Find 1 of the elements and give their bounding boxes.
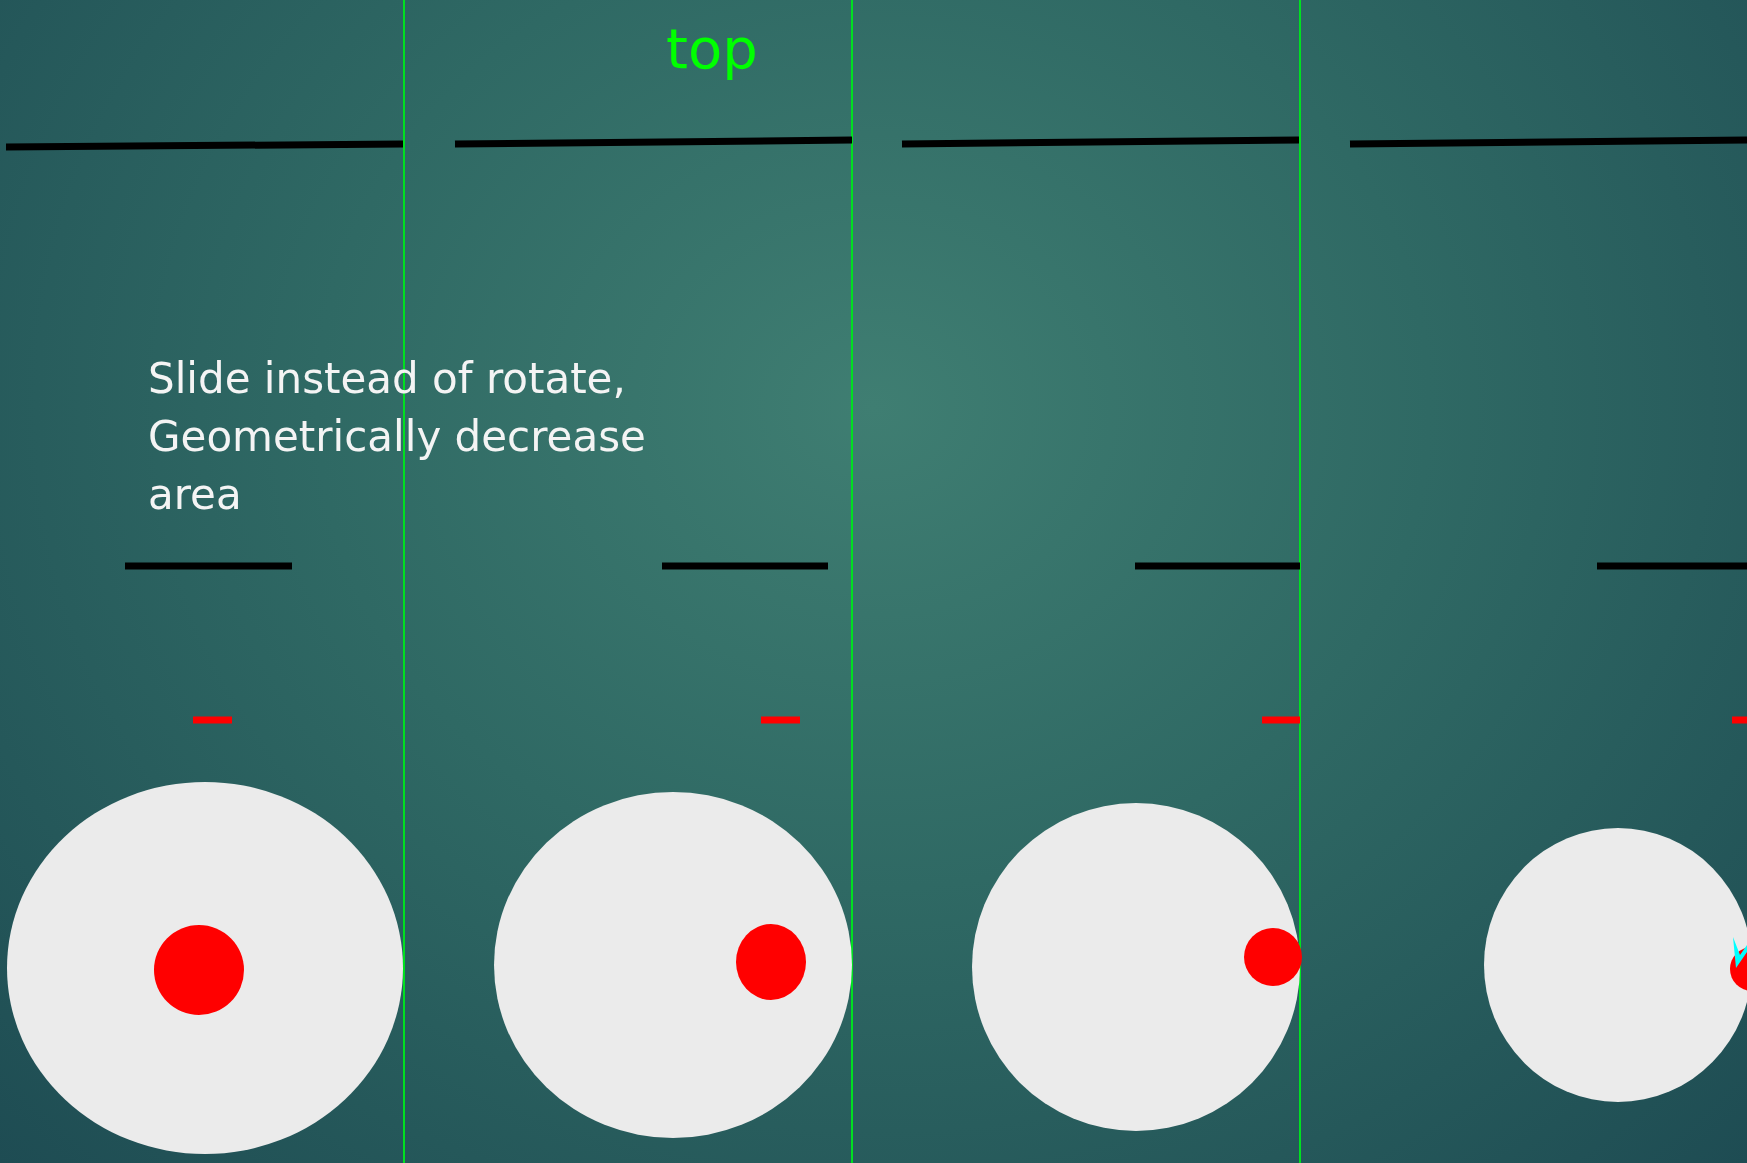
heading-text: top — [666, 15, 758, 83]
